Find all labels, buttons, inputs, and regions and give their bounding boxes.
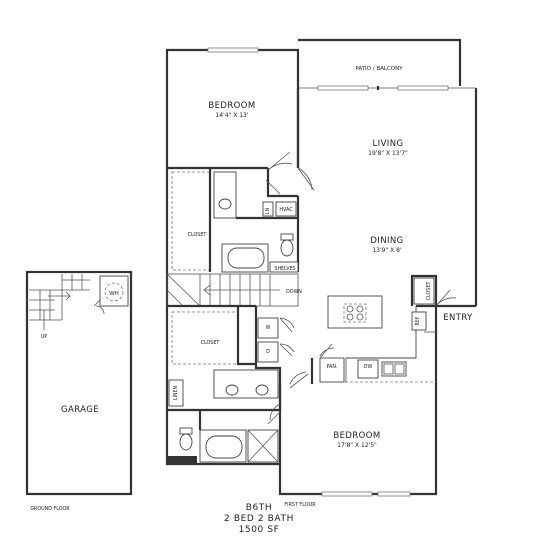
living-dims: 19'8" X 13'7"	[368, 150, 408, 157]
upper-interior	[167, 151, 315, 273]
first-floor-label: FIRST FLOOR	[284, 502, 316, 508]
plan-beds-baths: 2 BED 2 BATH	[224, 514, 294, 524]
washer-label: W	[266, 325, 271, 331]
dining-dims: 13'9" X 8'	[372, 247, 402, 254]
closet-entry-label: CLOSET	[426, 282, 432, 301]
pantry-label: PAN.	[327, 364, 338, 370]
linen-label: LINEN	[173, 385, 179, 400]
closet-upper-label: CLOSET	[188, 232, 207, 238]
ground-floor-label: GROUND FLOOR	[30, 506, 70, 512]
garage-label: GARAGE	[61, 405, 99, 415]
patio-label: PATIO / BALCONY	[355, 66, 403, 72]
dining-label: DINING	[370, 236, 403, 246]
entry-label: ENTRY	[443, 313, 473, 323]
stairs-down-label: DOWN	[286, 289, 302, 295]
bedroom-lower-label: BEDROOM	[333, 431, 380, 441]
staircase	[166, 273, 299, 307]
linen-ln-label: LN	[265, 207, 271, 214]
closet-lower-label: CLOSET	[201, 340, 220, 346]
plan-area: 1500 SF	[239, 525, 280, 535]
bedroom-lower-dims: 17'8" X 12'5"	[337, 442, 377, 449]
bedroom-upper-label: BEDROOM	[208, 101, 255, 111]
lower-interior	[167, 304, 309, 464]
plan-code: B6TH	[246, 503, 273, 513]
garage-block	[25, 270, 133, 496]
dishwasher-label: DW	[364, 364, 373, 370]
dryer-label: D	[266, 349, 270, 355]
kitchen	[310, 277, 457, 384]
bedroom-upper-dims: 14'4" X 13'	[215, 112, 248, 119]
water-heater-label: WH	[109, 291, 119, 297]
fridge-label: REF	[415, 316, 421, 325]
hvac-label: HVAC	[279, 207, 293, 213]
living-label: LIVING	[373, 139, 404, 149]
first-floor-walls	[165, 38, 478, 497]
shelves-label: SHELVES	[274, 266, 295, 272]
stairs-up-label: UP	[41, 334, 48, 340]
